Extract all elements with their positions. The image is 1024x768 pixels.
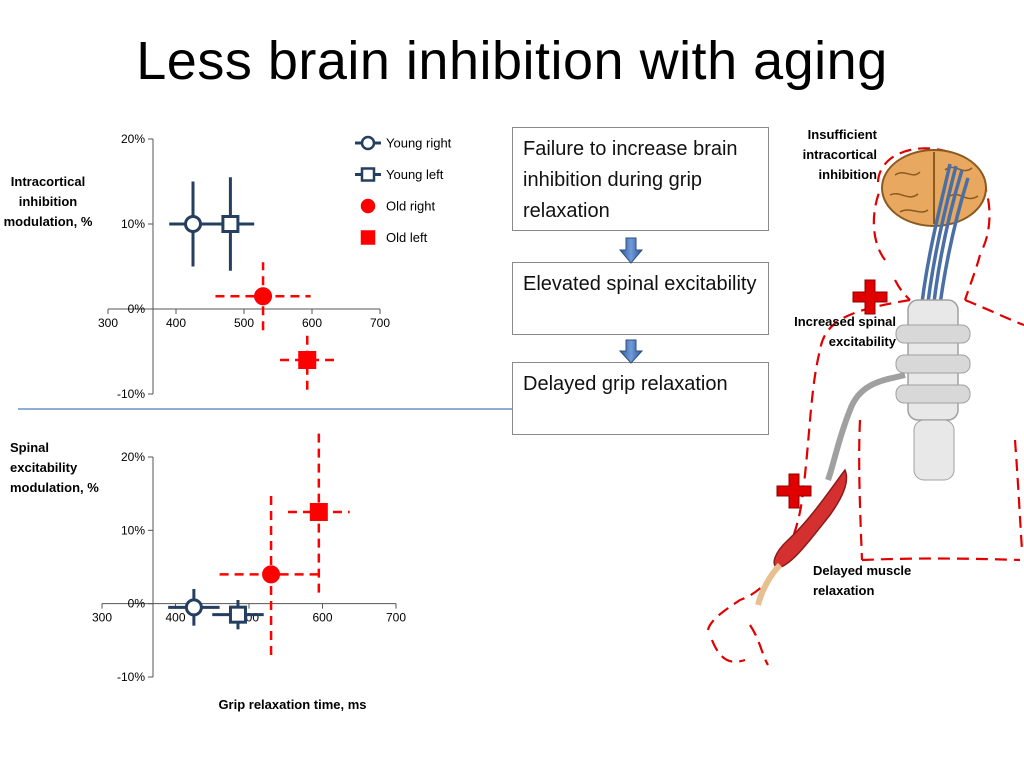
- legend-label: Old right: [386, 199, 436, 214]
- muscle-icon: [755, 468, 848, 606]
- data-point-young-left: [221, 215, 240, 233]
- legend-marker: [360, 167, 376, 182]
- x-tick-label: 700: [386, 611, 406, 625]
- legend-marker: [360, 230, 376, 245]
- plus-icon: [776, 473, 812, 509]
- x-tick-label: 400: [165, 611, 185, 625]
- y-tick-label: 20%: [121, 132, 145, 146]
- x-tick-label: 400: [166, 316, 186, 330]
- y-tick-label: 10%: [121, 523, 145, 537]
- data-point-young-right: [184, 215, 202, 233]
- y-tick-label: 20%: [121, 450, 145, 464]
- legend-label: Old left: [386, 230, 428, 245]
- spinal-cord-icon: [895, 299, 971, 481]
- y-tick-label: 10%: [121, 217, 145, 231]
- legend-label: Young left: [386, 167, 444, 182]
- chart-2-xlabel: Grip relaxation time, ms: [218, 697, 367, 712]
- y-tick-label: 0%: [128, 597, 146, 611]
- data-point-old-right: [254, 287, 273, 306]
- data-point-young-right: [184, 598, 203, 617]
- data-point-old-left: [309, 503, 328, 521]
- data-point-young-left: [228, 605, 247, 624]
- legend-marker: [360, 135, 376, 151]
- legend-marker: [360, 198, 376, 214]
- y-tick-label: -10%: [117, 670, 145, 684]
- annotation-insufficient-inhibition: Insufficient intracortical inhibition: [802, 127, 877, 182]
- legend-label: Young right: [386, 136, 452, 151]
- peripheral-nerve: [825, 372, 906, 481]
- data-point-old-left: [298, 351, 317, 369]
- annotation-muscle-relaxation: Delayed muscle relaxation: [813, 563, 912, 598]
- y-tick-label: 0%: [128, 302, 146, 316]
- plus-icon: [852, 279, 888, 315]
- chart-1-intracortical: 20% 10% 0% -10% 300 400 500 600 700: [98, 132, 390, 401]
- arrow-down-icon: [618, 339, 644, 364]
- x-tick-label: 500: [234, 316, 254, 330]
- chart-2-ylabel: Spinal excitability modulation, %: [10, 440, 99, 495]
- slide-title: Less brain inhibition with aging: [136, 31, 888, 91]
- data-point-old-right: [262, 565, 281, 584]
- flow-box-brain-inhibition: Failure to increase brain inhibition dur…: [512, 127, 769, 231]
- y-tick-label: -10%: [117, 387, 145, 401]
- arrow-down-icon: [618, 237, 644, 264]
- x-tick-label: 600: [312, 611, 332, 625]
- brain-icon: [881, 149, 987, 227]
- chart-1-ylabel: Intracortical inhibition modulation, %: [3, 174, 93, 229]
- flow-box-spinal-excitability: Elevated spinal excitability: [512, 262, 769, 335]
- x-tick-label: 300: [98, 316, 118, 330]
- x-tick-label: 600: [302, 316, 322, 330]
- x-tick-label: 300: [92, 611, 112, 625]
- body-diagram: [706, 147, 1024, 666]
- flow-box-delayed-relaxation: Delayed grip relaxation: [512, 362, 769, 435]
- annotation-spinal-excitability: Increased spinal excitability: [794, 314, 896, 349]
- x-tick-label: 700: [370, 316, 390, 330]
